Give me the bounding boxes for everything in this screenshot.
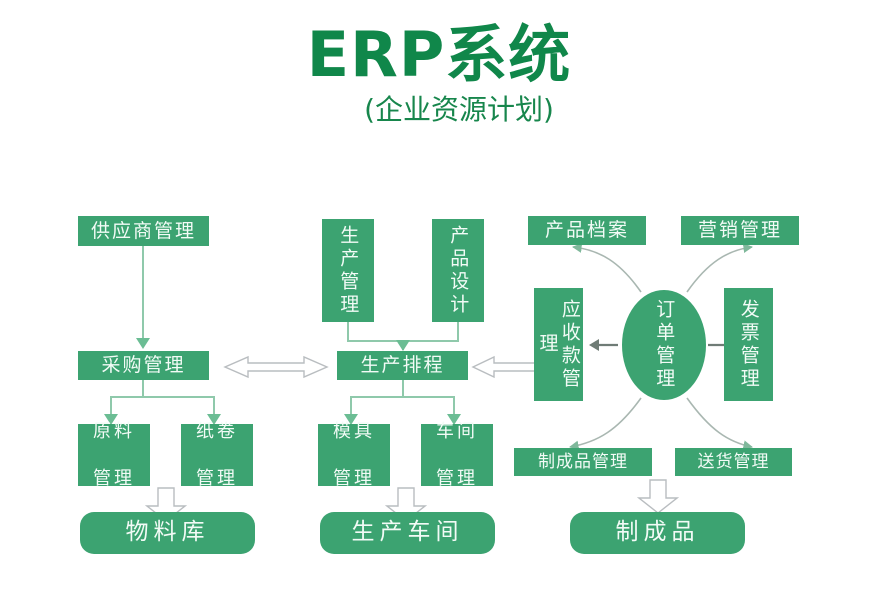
node-production-scheduling[interactable]: 生产排程 <box>337 351 468 380</box>
arrowhead-to-workshop <box>447 414 461 425</box>
line-product-design-down <box>457 322 459 340</box>
arrowhead-to-paper-roll <box>207 414 221 425</box>
arrowhead-to-mold <box>344 414 358 425</box>
node-paper-roll-management[interactable]: 纸卷管理 <box>181 421 253 489</box>
double-arrow-procurement-scheduling <box>223 355 329 379</box>
node-finished-products[interactable]: 制成品 <box>570 512 745 554</box>
node-mold-management[interactable]: 模具管理 <box>318 421 390 489</box>
block-arrow-finished-to-products <box>637 479 679 514</box>
node-invoice-management[interactable]: 发票管理 <box>724 288 773 401</box>
line-scheduling-branch <box>350 396 454 398</box>
arrow-order-to-receivables <box>589 339 618 351</box>
curve-order-to-product-archive <box>572 243 642 293</box>
node-finished-product-management[interactable]: 制成品管理 <box>514 448 652 476</box>
node-order-management[interactable]: 订单管理 <box>622 290 706 400</box>
node-product-archive[interactable]: 产品档案 <box>528 216 646 245</box>
curve-order-to-finished-product <box>569 397 642 451</box>
page-subtitle: (企业资源计划) <box>364 93 554 127</box>
node-production-management[interactable]: 生产管理 <box>322 219 374 322</box>
curve-order-to-marketing <box>686 243 753 293</box>
node-supplier-management[interactable]: 供应商管理 <box>78 216 209 246</box>
line-production-mgmt-down <box>347 322 349 340</box>
title-block: ERP系统 (企业资源计划) <box>0 22 878 126</box>
node-marketing-management[interactable]: 营销管理 <box>681 216 799 245</box>
curve-order-to-delivery <box>686 397 753 451</box>
page-title: ERP系统 <box>306 18 572 91</box>
arrowhead-to-scheduling <box>396 340 410 351</box>
node-raw-material-management[interactable]: 原料管理 <box>78 421 150 489</box>
line-procurement-branch <box>110 396 214 398</box>
node-receivables-management[interactable]: 应收款管理 <box>534 288 583 401</box>
node-material-warehouse[interactable]: 物料库 <box>80 512 255 554</box>
line-to-paper-roll <box>213 396 215 416</box>
node-workshop-management[interactable]: 车间管理 <box>421 421 493 489</box>
node-procurement-management[interactable]: 采购管理 <box>78 351 209 380</box>
node-delivery-management[interactable]: 送货管理 <box>675 448 792 476</box>
line-to-mold <box>350 396 352 416</box>
line-procurement-stem <box>142 380 144 396</box>
arrowhead-to-raw-material <box>104 414 118 425</box>
line-scheduling-stem <box>402 380 404 396</box>
arrowhead-supplier-to-procurement <box>136 338 150 349</box>
node-product-design[interactable]: 产品设计 <box>432 219 484 322</box>
line-supplier-to-procurement <box>142 246 144 338</box>
line-to-raw-material <box>110 396 112 416</box>
node-production-workshop[interactable]: 生产车间 <box>320 512 495 554</box>
line-to-workshop <box>453 396 455 416</box>
